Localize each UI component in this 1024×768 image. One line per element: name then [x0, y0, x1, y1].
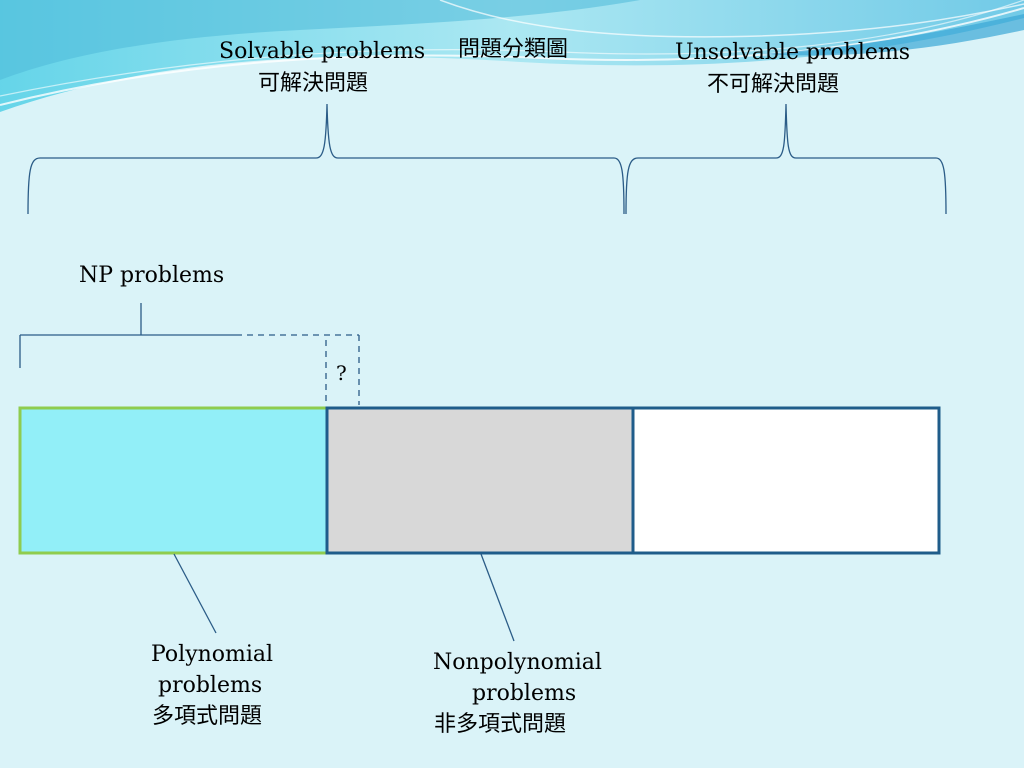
polynomial-pointer-line	[173, 553, 217, 634]
polynomial-label-en: Polynomial	[151, 642, 274, 667]
np-bracket	[19, 303, 360, 405]
polynomial-label-en2: problems	[158, 673, 263, 698]
unsolvable-label-zh: 不可解決問題	[707, 72, 840, 97]
nonpolynomial-label-en: Nonpolynomial	[433, 650, 602, 675]
nonpolynomial-pointer-line	[480, 553, 515, 642]
diagram-title: 問題分類圖	[458, 37, 569, 62]
nonpolynomial-label-zh: 非多項式問題	[434, 712, 567, 737]
nonpolynomial-box	[325, 406, 635, 555]
np-problems-label: NP problems	[79, 263, 225, 288]
np-question-mark: ?	[336, 361, 347, 385]
nonpolynomial-label-en2: problems	[472, 681, 577, 706]
unsolvable-brace	[625, 103, 947, 215]
solvable-label-en: Solvable problems	[219, 39, 426, 64]
unsolvable-box	[631, 406, 941, 555]
solvable-brace	[27, 103, 625, 215]
header-wave-decoration	[0, 0, 1024, 112]
polynomial-label-zh: 多項式問題	[152, 704, 263, 729]
unsolvable-label-en: Unsolvable problems	[675, 40, 911, 65]
polynomial-box	[18, 406, 329, 555]
solvable-label-zh: 可解決問題	[258, 71, 369, 96]
